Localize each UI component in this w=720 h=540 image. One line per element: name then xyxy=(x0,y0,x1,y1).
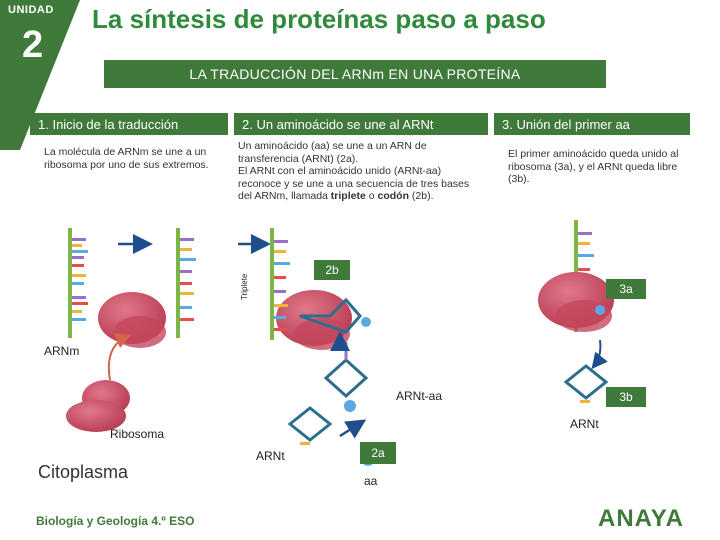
step-2-text-p2-mid: o xyxy=(365,190,378,202)
step-2-text-p1: Un aminoácido (aa) se une a un ARN de tr… xyxy=(238,140,427,165)
tag-2a: 2a xyxy=(360,442,396,464)
arrow-2a xyxy=(339,419,367,439)
step-3-header: 3. Unión del primer aa xyxy=(494,113,690,135)
step-2-header: 2. Un aminoácido se une al ARNt xyxy=(234,113,488,135)
amino-acid-3a xyxy=(595,305,605,315)
trna-free-3b xyxy=(563,364,609,403)
tag-3b: 3b xyxy=(606,387,646,407)
label-arnm: ARNm xyxy=(44,344,80,358)
codon-term: codón xyxy=(377,190,410,202)
ribosome-free xyxy=(66,380,130,432)
label-citoplasma: Citoplasma xyxy=(38,462,129,482)
step-3-text: El primer aminoácido queda unido al ribo… xyxy=(508,148,679,185)
label-arnt-step2: ARNt xyxy=(256,449,285,463)
tag-3a: 3a xyxy=(606,279,646,299)
mrna-strand-1 xyxy=(68,228,88,338)
label-arnt-aa: ARNt-aa xyxy=(396,389,443,403)
mrna-strand-step1 xyxy=(176,228,196,338)
step-2-text-p2-start: El ARNt con el aminoácido unido (ARNt-aa… xyxy=(238,165,470,202)
step-1-text: La molécula de ARNm se une a un ribosoma… xyxy=(44,146,209,171)
publisher-logo-text: ANAYA xyxy=(598,505,684,530)
section-banner: LA TRADUCCIÓN DEL ARNm EN UNA PROTEÍNA xyxy=(104,60,606,88)
book-title: Biología y Geología 4.º ESO xyxy=(36,514,195,528)
step-2-text: Un aminoácido (aa) se une a un ARN de tr… xyxy=(238,140,470,203)
arrow-ribosome-to-mrna xyxy=(107,333,132,381)
ribosome-step3 xyxy=(538,272,614,332)
mrna-strand-step2 xyxy=(270,228,290,340)
trna-aa-bound xyxy=(299,297,371,334)
page-title: La síntesis de proteínas paso a paso xyxy=(92,4,546,34)
unit-number: 2 xyxy=(22,24,44,66)
publisher-logo: ANAYA xyxy=(598,505,684,530)
step-2-text-p2-end: (2b). xyxy=(409,190,434,202)
tag-2b: 2b xyxy=(314,260,350,280)
step-1-header: 1. Inicio de la traducción xyxy=(30,113,228,135)
trna-free-2a xyxy=(287,406,333,445)
unit-label: UNIDAD xyxy=(8,4,54,16)
arrow-step3 xyxy=(591,339,608,370)
triplete-term: triplete xyxy=(330,190,366,202)
label-ribosoma: Ribosoma xyxy=(110,427,165,441)
label-aa: aa xyxy=(364,474,378,488)
unit-tab-shape xyxy=(0,0,80,150)
ribosome-step1 xyxy=(98,292,166,348)
label-triplete: Triplete xyxy=(240,273,249,300)
label-arnt-step3: ARNt xyxy=(570,417,599,431)
trna-aa-free xyxy=(323,342,369,412)
